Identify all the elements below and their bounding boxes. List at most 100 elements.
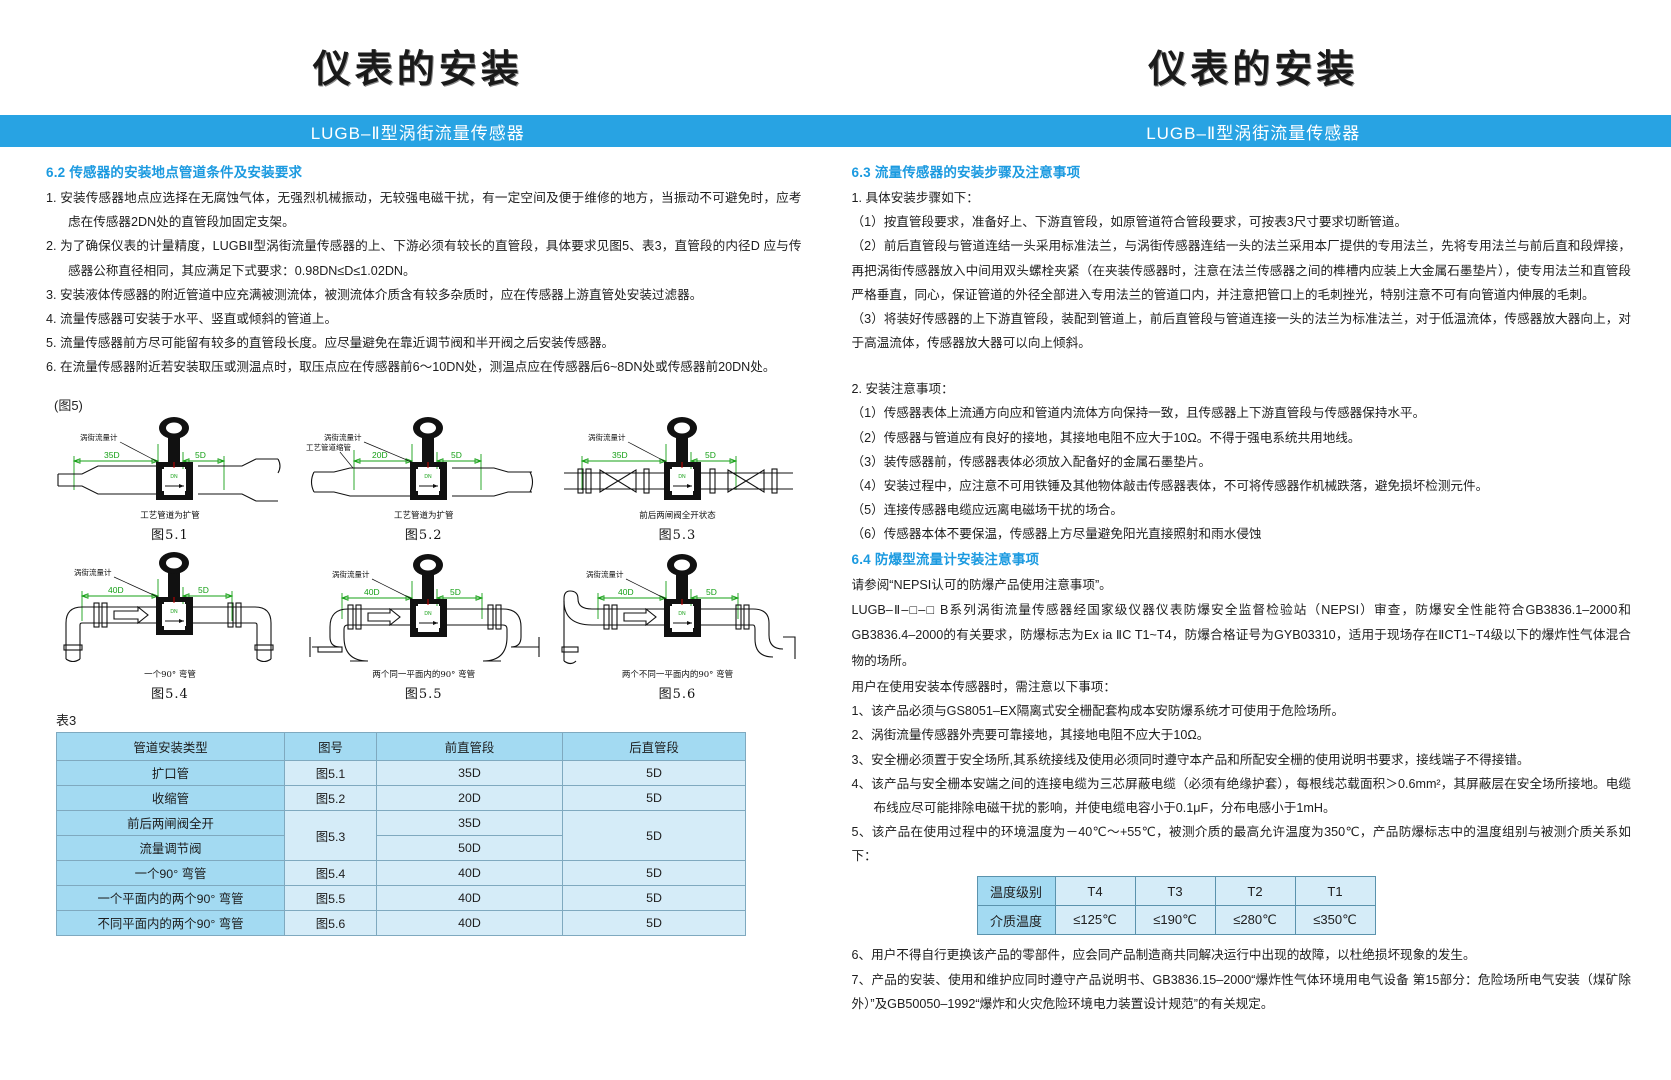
item-6-2-5: 5. 流量传感器前方尽可能留有较多的直管段长度。应尽量避免在靠近调节阀和半开阀之…	[46, 336, 615, 351]
item-6-2-2: 2. 为了确保仪表的计量精度，LUGBⅡ型涡街流量传感器的上、下游必须有较长的直…	[46, 239, 802, 278]
table3-r3-type: 流量调节阀	[56, 835, 285, 862]
table3-header-up: 前直管段	[376, 732, 563, 762]
item-6-2-6: 6. 在流量传感器附近若安装取压或测温点时，取压点应在传感器前6～10DN处，测…	[46, 360, 776, 375]
figure-5-5-drawing: 40D 5D	[309, 554, 540, 662]
left-page-column: 仪表的安装 LUGB–Ⅱ型涡街流量传感器 6.2 传感器的安装地点管道条件及安装…	[0, 46, 836, 937]
step-intro: 1. 具体安装步骤如下：	[851, 191, 979, 205]
svg-text:DN: DN	[678, 474, 686, 480]
table-row: 前后两闸阀全开 图5.3 35D 5D	[56, 810, 746, 862]
note-3: （3）装传感器前，传感器表体必须放入配备好的金属石墨垫片。	[851, 454, 1212, 469]
temp-value-t3: ≤190℃	[1134, 905, 1216, 936]
table3-r5-type: 一个平面内的两个90° 弯管	[56, 885, 285, 912]
meter-label-5-5: 涡街流量计	[332, 569, 370, 579]
table3-r5-down: 5D	[562, 885, 746, 912]
svg-text:DN: DN	[424, 474, 432, 480]
banner-text-left: LUGB–Ⅱ型涡街流量传感器	[310, 123, 525, 143]
heading-6-4: 6.4 防爆型流量计安装注意事项	[851, 552, 1040, 568]
figure-5-1-drawing: 35D 5D	[57, 417, 281, 502]
dim-upstream-5-2: 20D	[372, 450, 388, 460]
banner-right: LUGB–Ⅱ型涡街流量传感器	[835, 115, 1671, 147]
spacer	[852, 355, 1632, 377]
note-1: （1）传感器表体上流通方向应和管道内流体方向保持一致，且传感器上下游直管段与传感…	[851, 406, 1426, 421]
dim-upstream-5-4: 40D	[108, 585, 124, 595]
table-row: 一个90° 弯管 图5.4 40D 5D	[56, 860, 746, 887]
meter-label-5-2: 涡街流量计	[324, 432, 362, 442]
figure-5-4-id: 图5.4	[151, 687, 189, 703]
table3-header-down: 后直管段	[562, 732, 746, 762]
table3-header-row: 管道安装类型 图号 前直管段 后直管段	[56, 732, 746, 762]
table-row: 流量调节阀 50D	[56, 835, 746, 862]
table3-r4-down: 5D	[562, 860, 746, 887]
dim-upstream-5-5: 40D	[364, 587, 380, 597]
temp-value-t1: ≤350℃	[1294, 905, 1376, 936]
ep-item-7: 7、产品的安装、使用和维护应同时遵守产品说明书、GB3836.15–2000“爆…	[851, 972, 1632, 1011]
figure-5-5-id: 图5.5	[404, 687, 443, 703]
meter-label-5-4: 涡街流量计	[74, 567, 112, 577]
figure-5-5: 40D 5D	[306, 549, 542, 702]
meter-label-5-3: 涡街流量计	[588, 432, 626, 442]
table3-r0-up: 35D	[376, 760, 563, 787]
figure-row-top: 35D 5D	[46, 416, 802, 543]
temp-value-row: 介质温度 ≤125℃ ≤190℃ ≤280℃ ≤350℃	[976, 905, 1376, 936]
temp-grade-t1: T1	[1294, 876, 1376, 907]
right-body: 6.3 流量传感器的安装步骤及注意事项 1. 具体安装步骤如下： （1）按直管段…	[836, 147, 1671, 1016]
figure-5-2: 20D 5D	[306, 416, 542, 543]
note-6: （6）传感器本体不要保温，传感器上方尽量避免阳光直接照射和雨水侵蚀	[851, 527, 1262, 542]
table3-r6-fig: 图5.6	[284, 910, 377, 937]
table-row: 扩口管 图5.1 35D 5D	[56, 760, 746, 787]
right-page-column: 仪表的安装 LUGB–Ⅱ型涡街流量传感器 6.3 流量传感器的安装步骤及注意事项…	[835, 0, 1671, 1080]
figure-5-2-id: 图5.2	[404, 528, 443, 544]
table3-r5-fig: 图5.5	[284, 885, 377, 912]
ep-item-2: 2、涡街流量传感器外壳要可靠接地，其接地电阻不应大于10Ω。	[851, 728, 1210, 743]
table3-r6-up: 40D	[376, 910, 563, 937]
figure-5-5-caption: 两个同一平面内的90° 弯管	[372, 670, 476, 681]
table-row: 一个平面内的两个90° 弯管 图5.5 40D 5D	[56, 885, 746, 912]
dim-downstream-5-3: 5D	[705, 450, 716, 460]
figure-5-3-id: 图5.3	[658, 528, 697, 544]
figure-5-1-id: 图5.1	[151, 528, 189, 544]
user-notice-intro: 用户在使用安装本传感器时，需注意以下事项：	[851, 680, 1116, 695]
table3-label: 表3	[56, 713, 77, 729]
ep-item-1: 1、该产品必须与GS8051–EX隔离式安全栅配套构成本安防爆系统才可使用于危险…	[851, 704, 1345, 719]
step-3: （3）将装好传感器的上下游直管段，装配到管道上，前后直管段与管道连接一头的法兰为…	[851, 311, 1632, 351]
figure-5-6: 40D 5D	[560, 549, 796, 702]
figure-5-6-id: 图5.6	[658, 687, 697, 703]
temp-grade-header: 温度级别	[976, 876, 1056, 907]
nepsi-reference: 请参阅“NEPSI认可的防爆产品使用注意事项”。	[851, 578, 1112, 593]
banner-text-right: LUGB–Ⅱ型涡街流量传感器	[1146, 123, 1361, 143]
svg-text:DN: DN	[424, 611, 432, 617]
figure-5-6-caption: 两个不同一平面内的90° 弯管	[621, 670, 734, 681]
banner-left: LUGB–Ⅱ型涡街流量传感器	[0, 115, 836, 147]
temp-media-header: 介质温度	[976, 905, 1056, 936]
note-4: （4）安装过程中，应注意不可用铁锤及其他物体敲击传感器表体，不可将传感器作机械跌…	[851, 478, 1489, 493]
ep-item-4: 4、该产品与安全栅本安端之间的连接电缆为三芯屏蔽电缆（必须有绝缘护套），每根线芯…	[851, 776, 1632, 815]
meter-label-5-6: 涡街流量计	[586, 569, 624, 579]
heading-6-3: 6.3 流量传感器的安装步骤及注意事项	[851, 165, 1081, 180]
table3-r1-fig: 图5.2	[284, 785, 377, 812]
table3-r0-down: 5D	[562, 760, 746, 787]
left-body: 6.2 传感器的安装地点管道条件及安装要求 1. 安装传感器地点应选择在无腐蚀气…	[0, 147, 836, 937]
table-row: 收缩管 图5.2 20D 5D	[56, 785, 746, 812]
svg-text:DN: DN	[170, 609, 178, 615]
temp-grade-row: 温度级别 T4 T3 T2 T1	[976, 876, 1376, 907]
figure-group-label: (图5)	[54, 398, 83, 414]
ep-item-3: 3、安全栅必须置于安全场所,其系统接线及使用必须同时遵守本产品和所配安全栅的使用…	[851, 752, 1530, 767]
ep-item-6: 6、用户不得自行更换该产品的零部件，应会同产品制造商共同解决运行中出现的故障，以…	[851, 948, 1476, 963]
step-1: （1）按直管段要求，准备好上、下游直管段，如原管道符合管段要求，可按表3尺寸要求…	[851, 215, 1408, 230]
table3-r3-up: 50D	[376, 835, 563, 862]
table3-r1-type: 收缩管	[56, 785, 285, 812]
dim-downstream-5-2: 5D	[451, 450, 462, 460]
page-title-right: 仪表的安装	[1148, 46, 1359, 91]
figure-5-4-caption: 一个90° 弯管	[144, 670, 196, 681]
svg-text:DN: DN	[170, 474, 178, 480]
figure-5-4: 40D 5D	[52, 549, 288, 702]
figure-5-3: 35D 5D	[560, 416, 796, 543]
table3-r4-up: 40D	[376, 860, 563, 887]
table3-header-fig: 图号	[284, 732, 377, 762]
dim-downstream-5-4: 5D	[198, 585, 209, 595]
figure-5-3-caption: 前后两闸阀全开状态	[639, 511, 716, 522]
figure-row-bottom: 40D 5D	[46, 549, 802, 702]
ep-item-5: 5、该产品在使用过程中的环境温度为－40℃～+55℃，被测介质的最高允许温度为3…	[851, 825, 1632, 864]
figure-5-2-caption: 工艺管道为扩管	[393, 511, 454, 522]
